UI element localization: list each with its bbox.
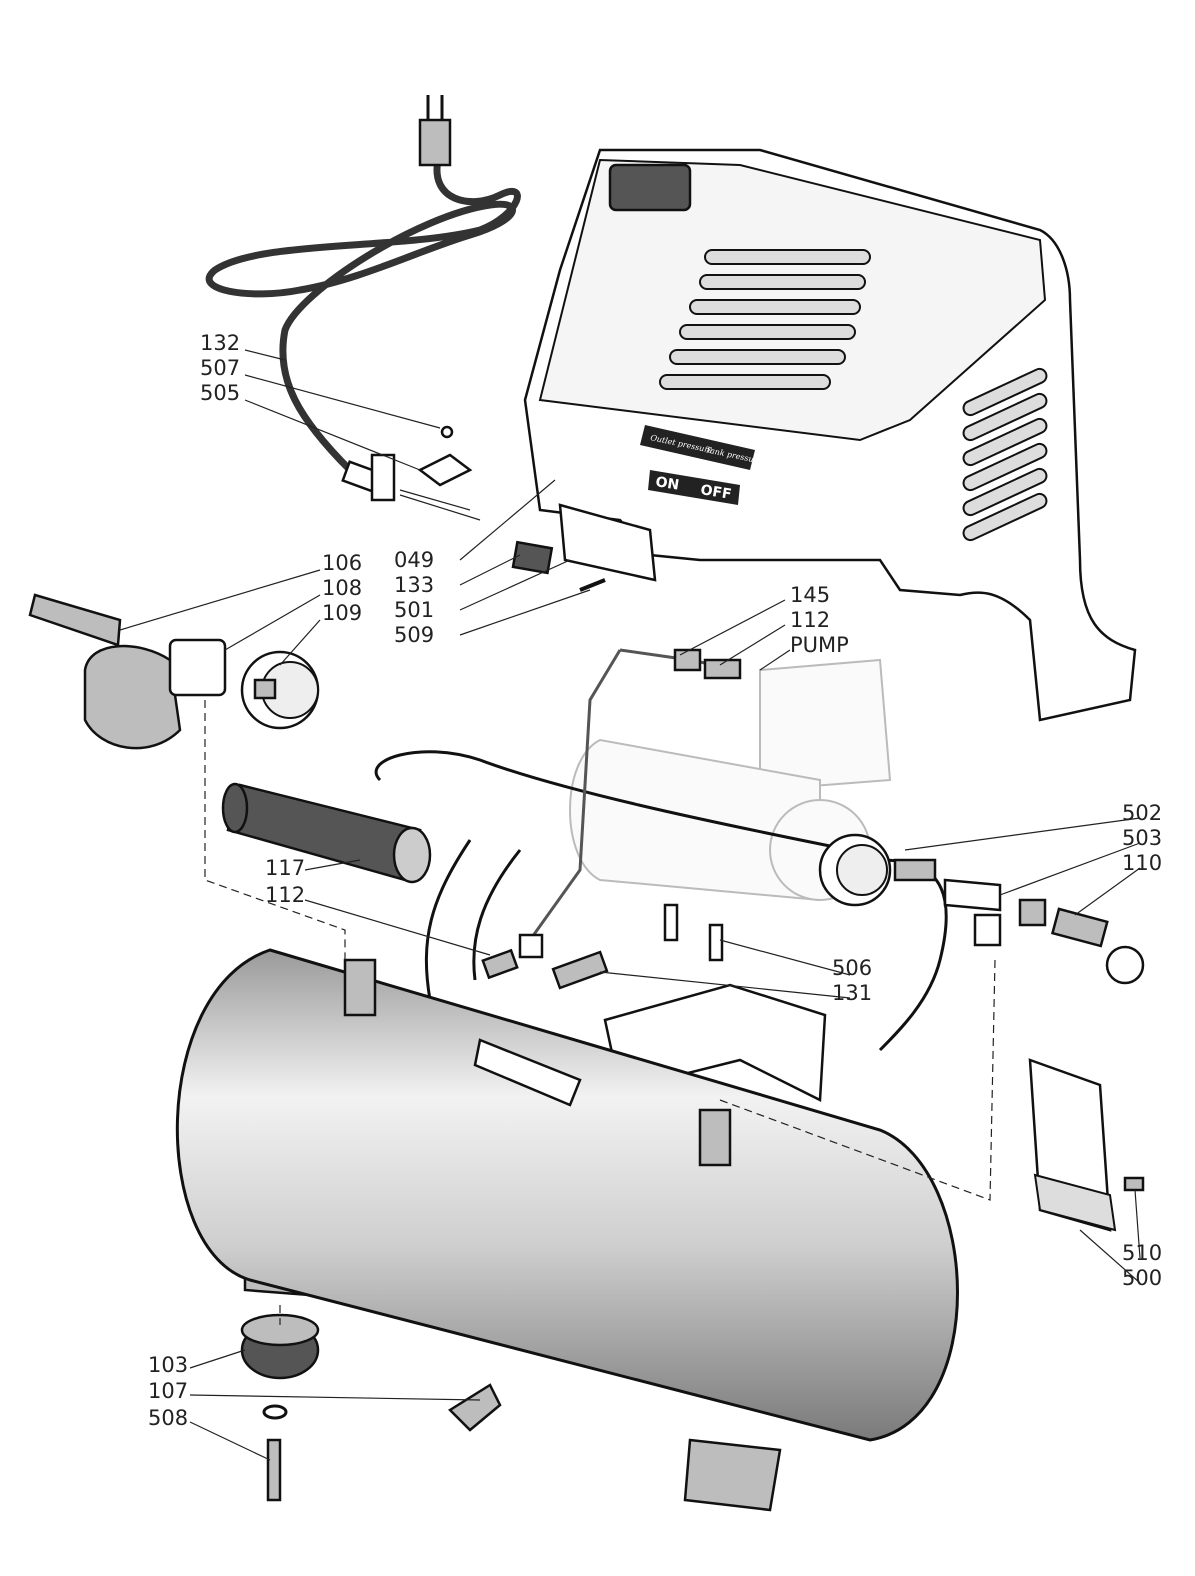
callout-505: 505 xyxy=(200,381,240,405)
callout-500: 500 xyxy=(1122,1266,1162,1290)
callout-108: 108 xyxy=(322,576,362,600)
tank-gauge xyxy=(818,833,1145,985)
pump-ghost xyxy=(374,648,948,1052)
callout-110: 110 xyxy=(1122,851,1162,875)
callout-112: 112 xyxy=(790,608,830,632)
switch-assembly xyxy=(511,503,657,592)
cord-clamp xyxy=(370,425,473,502)
callout-107: 107 xyxy=(148,1379,188,1403)
callout-133: 133 xyxy=(394,573,434,597)
plug-icon xyxy=(418,118,452,167)
fittings xyxy=(481,648,742,990)
off-label: OFF xyxy=(699,482,732,503)
callout-145: 145 xyxy=(790,583,830,607)
callout-507: 507 xyxy=(200,356,240,380)
callout-503: 503 xyxy=(1122,826,1162,850)
rubber-foot xyxy=(240,1313,502,1502)
power-cord xyxy=(205,95,521,521)
leader-lines xyxy=(119,349,1141,1461)
callout-131: 131 xyxy=(832,981,872,1005)
tank-handle xyxy=(473,1038,582,1107)
callout-501: 501 xyxy=(394,598,434,622)
check-valve xyxy=(1028,1058,1145,1232)
drain-valve xyxy=(448,1383,502,1432)
callout-labels: 132 507 505 049 133 501 509 106 108 109 … xyxy=(148,331,1162,1430)
callout-112-lower: 112 xyxy=(265,883,305,907)
handle-grip xyxy=(221,782,432,884)
callout-132: 132 xyxy=(200,331,240,355)
callout-109: 109 xyxy=(322,601,362,625)
callout-502: 502 xyxy=(1122,801,1162,825)
on-label: ON xyxy=(654,474,680,493)
callout-509: 509 xyxy=(394,623,434,647)
air-tank xyxy=(175,948,959,1512)
callout-106: 106 xyxy=(322,551,362,575)
callout-103: 103 xyxy=(148,1353,188,1377)
callout-049: 049 xyxy=(394,548,434,572)
callout-506: 506 xyxy=(832,956,872,980)
callout-117: 117 xyxy=(265,856,305,880)
shroud: Outlet pressure Tank pressure ON OFF xyxy=(523,148,1137,722)
callout-pump: PUMP xyxy=(790,633,849,657)
callout-510: 510 xyxy=(1122,1241,1162,1265)
regulator xyxy=(28,593,320,750)
callout-508: 508 xyxy=(148,1406,188,1430)
